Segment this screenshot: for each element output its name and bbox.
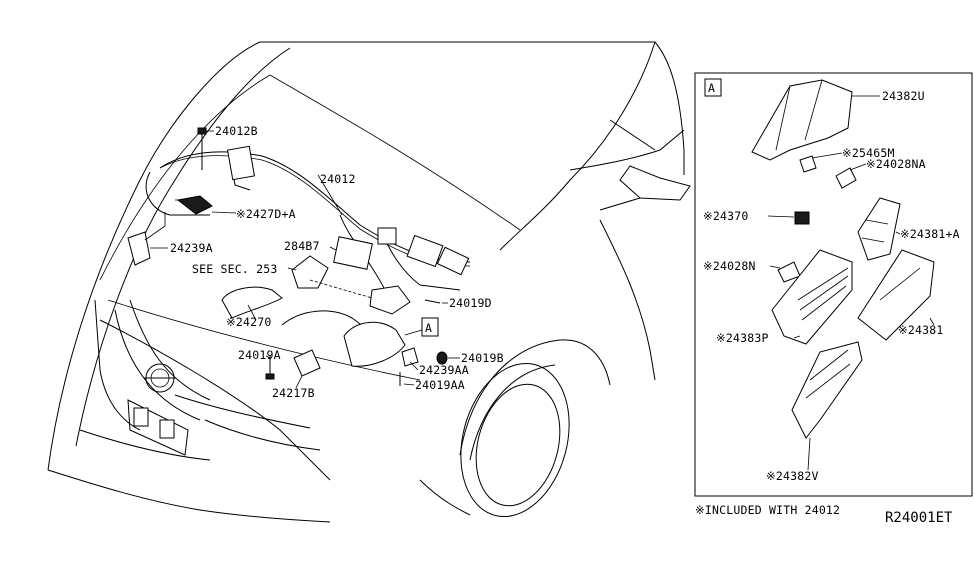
- diagram-id: R24001ET: [885, 510, 953, 526]
- label-24012: 24012: [320, 172, 356, 186]
- label-24019a: 24019A: [238, 348, 281, 362]
- label-24382u: 24382U: [882, 89, 925, 103]
- wiring-harness-24012: [127, 127, 471, 389]
- label-24028na: ※24028NA: [866, 157, 926, 171]
- label-24370: ※24370: [703, 209, 748, 223]
- label-24382v: ※24382V: [766, 469, 819, 483]
- label-24217b: 24217B: [272, 386, 315, 400]
- label-24239aa: 24239AA: [419, 363, 469, 377]
- label-24019d: 24019D: [449, 296, 492, 310]
- label-24381-a: ※24381+A: [900, 227, 960, 241]
- label-24012b: 24012B: [215, 124, 258, 138]
- label-24381: ※24381: [898, 323, 943, 337]
- label-2427d-a: ※2427D+A: [236, 207, 296, 221]
- label-24239a: 24239A: [170, 241, 213, 255]
- label-24028n: ※24028N: [703, 259, 756, 273]
- label-see-sec-253: SEE SEC. 253: [192, 262, 277, 276]
- label-24270: ※24270: [226, 315, 271, 329]
- inset-marker-label: A: [708, 81, 715, 95]
- vehicle-outline: [47, 41, 691, 523]
- main-part-labels: 24012B 24012 ※2427D+A 24239A 284B7 SEE S…: [170, 124, 504, 400]
- label-24019aa: 24019AA: [415, 378, 465, 392]
- inset-panel-a: A 2: [694, 72, 973, 497]
- label-24383p: ※24383P: [716, 331, 769, 345]
- callout-a-label: A: [425, 321, 432, 335]
- label-25465m: ※25465M: [842, 146, 895, 160]
- included-note: ※INCLUDED WITH 24012: [695, 503, 840, 517]
- callout-a: A: [404, 317, 439, 337]
- label-284b7: 284B7: [284, 239, 320, 253]
- label-24019b: 24019B: [461, 351, 504, 365]
